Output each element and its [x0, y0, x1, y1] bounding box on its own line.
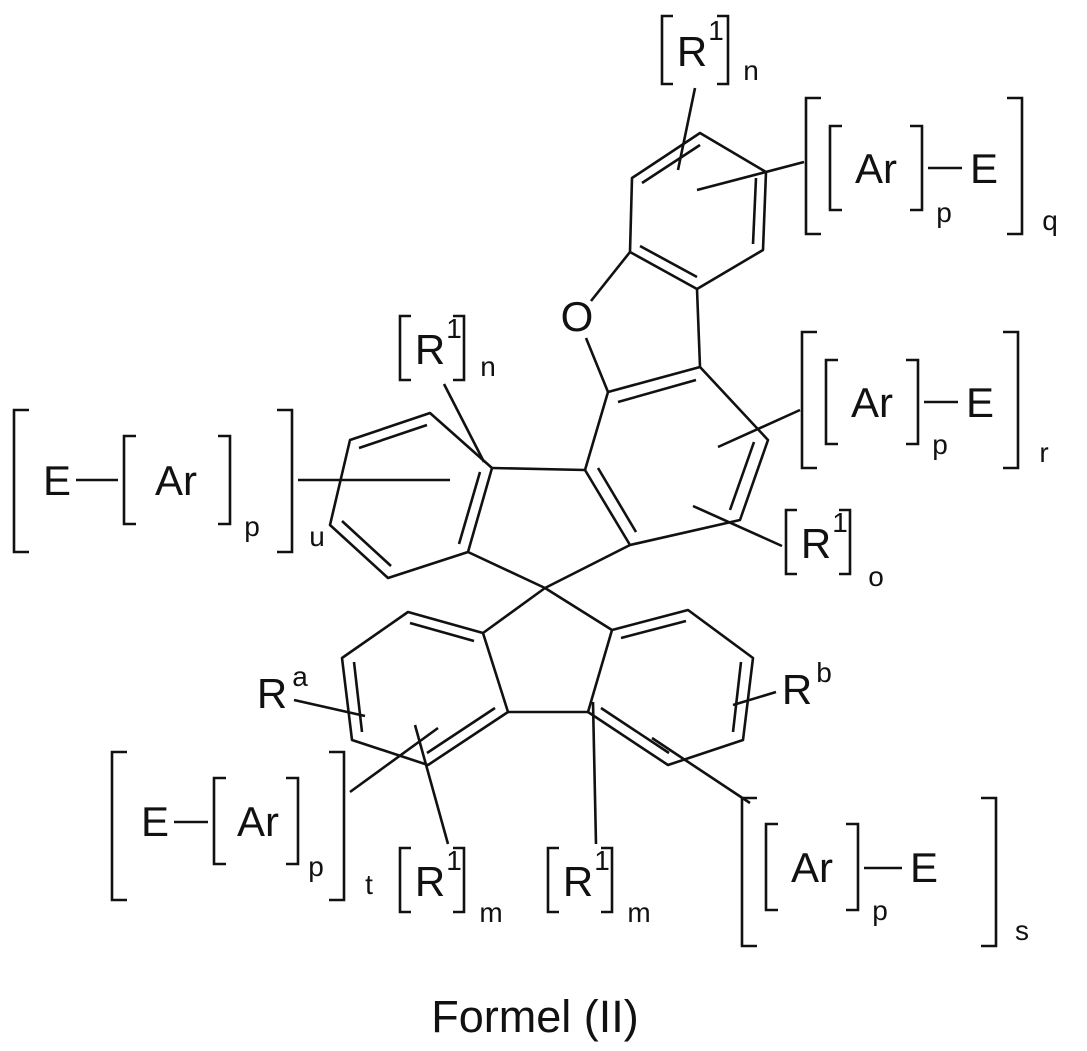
bracket-open-r1-m-right — [546, 846, 559, 914]
bracket-inner-open-r — [824, 358, 838, 446]
ar-q-symbol: Ar — [855, 145, 897, 192]
furan-ring-bonds — [584, 251, 702, 393]
r1-mid-symbol: R — [415, 326, 445, 373]
ar-s-symbol: Ar — [791, 844, 833, 891]
ar-u-e-symbol: E — [43, 457, 71, 504]
ar-s-subscript-p: p — [872, 895, 888, 926]
bond-ra — [293, 698, 366, 718]
ar-u-symbol: Ar — [155, 457, 197, 504]
bond-ar-group-q — [696, 160, 805, 192]
ring-lower-left-benzene — [340, 610, 510, 767]
bracket-inner-close-t — [286, 776, 300, 866]
r1-o-subscript-o: o — [868, 561, 884, 592]
bracket-inner-open-t — [212, 776, 226, 866]
bracket-inner-open-q — [828, 124, 842, 212]
bracket-inner-close-r — [906, 358, 920, 446]
r1-m-left-subscript-m: m — [479, 897, 502, 928]
bracket-close-r1-m-left — [453, 846, 466, 914]
bracket-close-r1-o — [839, 508, 852, 576]
ar-q-e-symbol: E — [970, 145, 998, 192]
ring-dibenzofuran-top — [628, 131, 768, 291]
r1-top-subscript-n: n — [743, 55, 759, 86]
bracket-inner-close-q — [910, 124, 924, 212]
oxygen-atom-label: O — [561, 293, 594, 340]
bracket-outer-open-u — [12, 408, 29, 554]
ar-r-subscript-r: r — [1039, 437, 1048, 468]
bracket-outer-close-r — [1003, 330, 1020, 470]
ar-r-subscript-p: p — [932, 429, 948, 460]
labels: O R 1 n R 1 n R 1 o R 1 m R 1 m R a R b … — [43, 15, 1058, 946]
bracket-open-r1-o — [784, 508, 797, 576]
double-bond-inner-lines — [341, 143, 758, 755]
ar-s-subscript-s: s — [1015, 915, 1029, 946]
ar-u-subscript-u: u — [309, 521, 325, 552]
bracket-close-r1-m-right — [601, 846, 614, 914]
brackets — [12, 14, 1024, 948]
bond-ar-group-t — [349, 726, 439, 794]
ring-lower-right-benzene — [586, 608, 755, 767]
ar-t-subscript-t: t — [365, 869, 373, 900]
bracket-inner-open-u — [122, 434, 136, 526]
molecule-skeleton — [328, 131, 770, 767]
bracket-inner-open-s — [764, 822, 778, 912]
bracket-close-r1-top — [717, 14, 730, 86]
figure-caption: Formel (II) — [431, 991, 639, 1042]
ar-r-symbol: Ar — [851, 379, 893, 426]
bracket-outer-open-r — [800, 330, 817, 470]
bracket-inner-close-s — [846, 822, 860, 912]
ar-t-subscript-p: p — [308, 851, 324, 882]
bond-r1-top — [676, 87, 697, 171]
r1-mid-superscript: 1 — [446, 313, 462, 344]
bracket-outer-open-t — [110, 750, 127, 902]
bond-r1-m-right — [591, 701, 598, 845]
r1-m-right-superscript: 1 — [594, 845, 610, 876]
ar-u-subscript-p: p — [244, 511, 260, 542]
bond-r1-mid — [442, 383, 486, 463]
bracket-inner-close-u — [218, 434, 232, 526]
r1-o-symbol: R — [801, 520, 831, 567]
ar-q-subscript-p: p — [936, 197, 952, 228]
ra-superscript: a — [292, 661, 308, 692]
bracket-close-r1-mid — [453, 314, 466, 382]
ar-t-symbol: Ar — [237, 798, 279, 845]
bracket-outer-close-q — [1007, 96, 1024, 236]
spiro-pentagon-top — [467, 466, 631, 590]
bond-r1-o — [692, 504, 783, 548]
bond-rb — [732, 690, 777, 707]
bond-ar-group-r — [717, 408, 801, 449]
ar-s-e-symbol: E — [910, 844, 938, 891]
rb-superscript: b — [816, 657, 832, 688]
ra-symbol: R — [257, 670, 287, 717]
ring-upper-right-benzene — [583, 365, 770, 547]
bond-ar-group-s — [651, 736, 751, 805]
r1-m-right-subscript-m: m — [627, 897, 650, 928]
r1-m-left-symbol: R — [415, 858, 445, 905]
r1-mid-subscript-n: n — [480, 351, 496, 382]
r1-top-superscript: 1 — [708, 15, 724, 46]
bracket-outer-open-s — [740, 796, 757, 948]
bracket-open-r1-top — [660, 14, 673, 86]
bracket-open-r1-m-left — [398, 846, 411, 914]
bond-r1-m-left — [413, 724, 450, 845]
bracket-outer-close-s — [981, 796, 998, 948]
bracket-outer-close-u — [277, 408, 294, 554]
r1-m-left-superscript: 1 — [446, 845, 462, 876]
bracket-open-r1-mid — [398, 314, 411, 382]
spiro-pentagon-bottom — [482, 586, 613, 714]
substituent-bonds — [76, 87, 962, 870]
bracket-outer-open-q — [804, 96, 821, 236]
ar-r-e-symbol: E — [966, 379, 994, 426]
r1-o-superscript: 1 — [832, 507, 848, 538]
rb-symbol: R — [782, 666, 812, 713]
ar-t-e-symbol: E — [141, 798, 169, 845]
r1-m-right-symbol: R — [563, 858, 593, 905]
bracket-outer-close-t — [329, 750, 346, 902]
r1-top-symbol: R — [677, 28, 707, 75]
ar-q-subscript-q: q — [1042, 205, 1058, 236]
